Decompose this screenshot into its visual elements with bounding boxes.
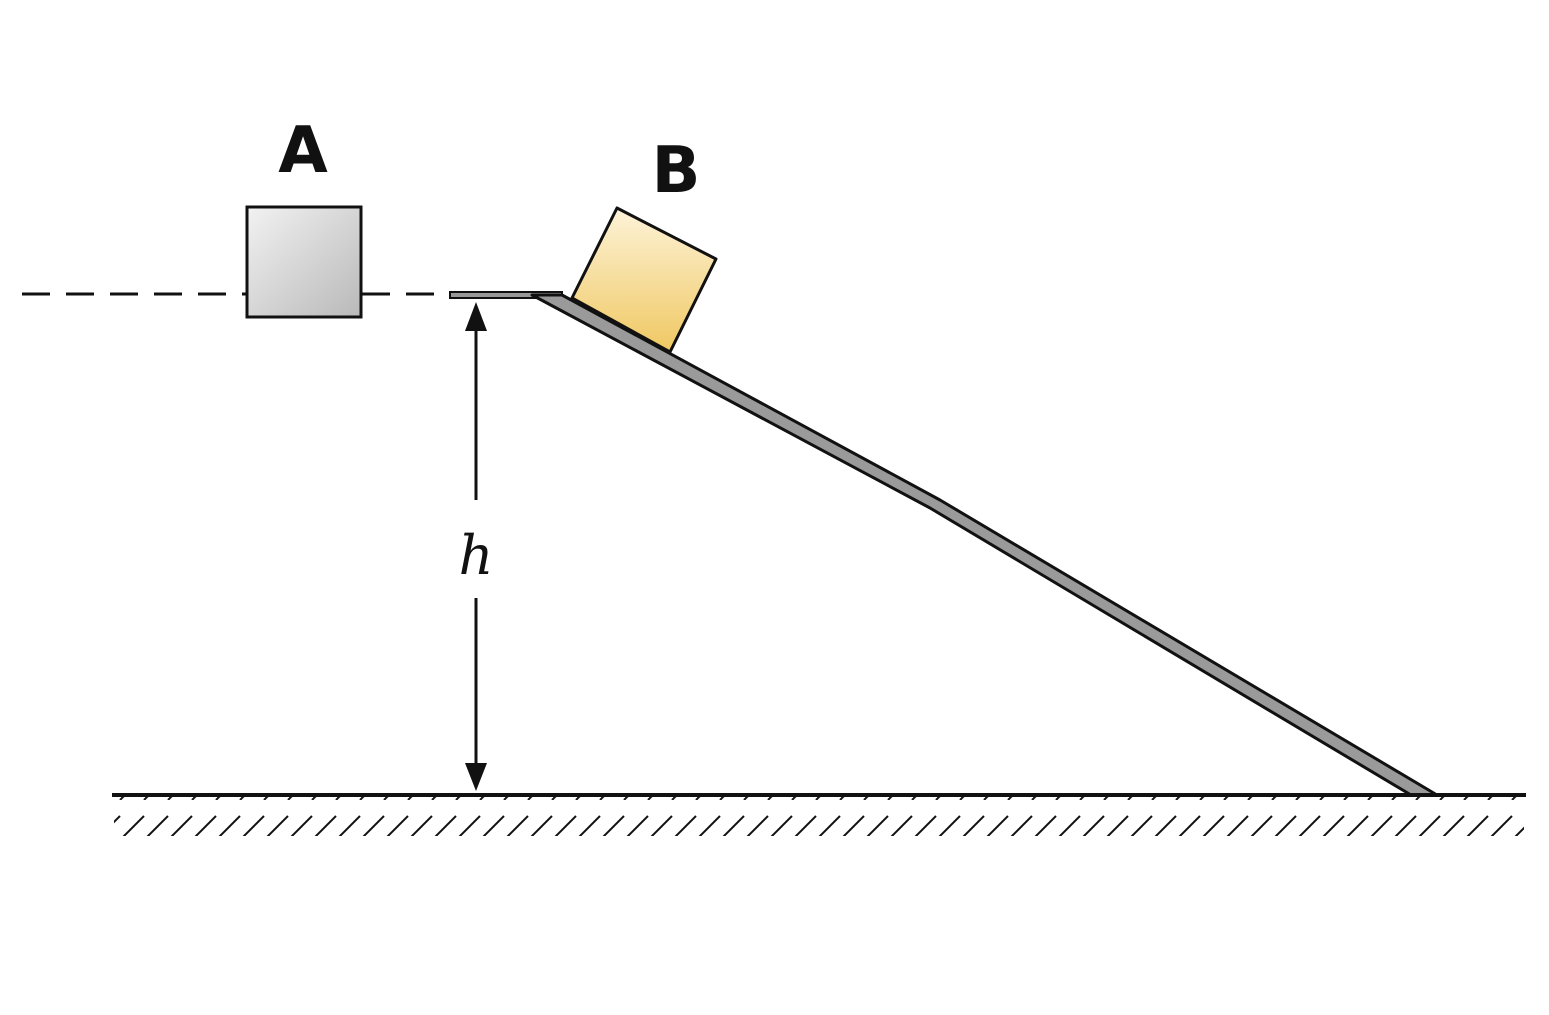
ground-hatching [114,796,1524,836]
block-a [245,205,363,319]
incline-plank [530,293,1439,797]
height-label: h [459,524,494,587]
block-b [570,206,718,354]
block-b-label: B [652,134,701,208]
block-a-label: A [278,114,328,188]
height-arrow-down-head [465,763,487,791]
height-arrow-up-head [465,302,487,331]
